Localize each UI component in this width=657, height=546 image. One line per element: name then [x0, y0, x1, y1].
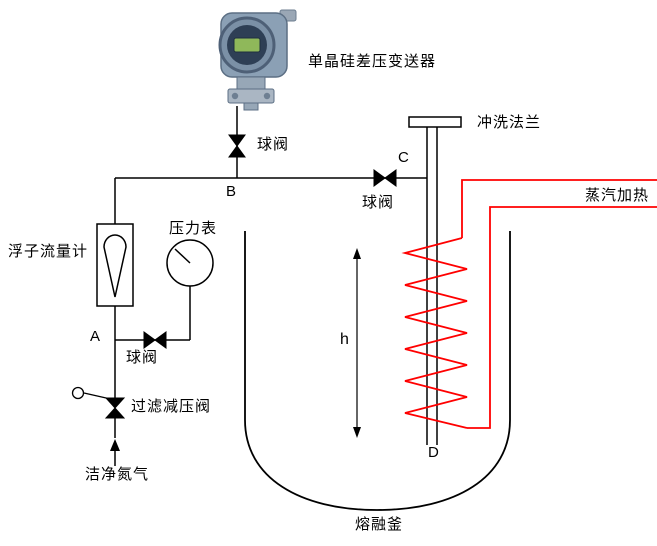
ball-valve-top-symbol	[228, 134, 246, 158]
filter-valve-label: 过滤减压阀	[131, 398, 212, 415]
height-dimension	[353, 248, 361, 438]
valve-right-label: 球阀	[362, 194, 395, 211]
rotameter-label: 浮子流量计	[8, 243, 89, 260]
height-label: h	[340, 331, 349, 348]
kettle-label: 熔融釜	[355, 516, 404, 533]
steam-heating-label: 蒸汽加热	[585, 187, 650, 204]
rotameter-symbol	[96, 223, 134, 307]
ball-valve-left-symbol	[143, 331, 167, 349]
valve-left-label: 球阀	[126, 349, 159, 366]
point-d-label: D	[428, 444, 439, 461]
kettle-outline	[244, 231, 511, 511]
piping-lines	[114, 106, 427, 438]
pressure-gauge-symbol	[166, 239, 214, 287]
flush-flange-label: 冲洗法兰	[477, 114, 542, 131]
pressure-gauge-label: 压力表	[169, 220, 218, 237]
transmitter-image	[218, 9, 297, 111]
point-a-label: A	[90, 328, 101, 345]
heating-coil	[401, 237, 468, 429]
nitrogen-arrow	[110, 439, 120, 466]
valve-top-label: 球阀	[257, 136, 290, 153]
point-c-label: C	[398, 149, 409, 166]
transmitter-label: 单晶硅差压变送器	[308, 53, 437, 70]
dip-tube	[426, 127, 438, 445]
point-b-label: B	[226, 183, 237, 200]
steam-heating-lines	[401, 179, 657, 429]
flush-flange-symbol	[408, 116, 462, 128]
ball-valve-right-symbol	[373, 169, 397, 187]
nitrogen-label: 洁净氮气	[85, 466, 150, 483]
filter-reducing-valve-symbol	[71, 386, 126, 419]
